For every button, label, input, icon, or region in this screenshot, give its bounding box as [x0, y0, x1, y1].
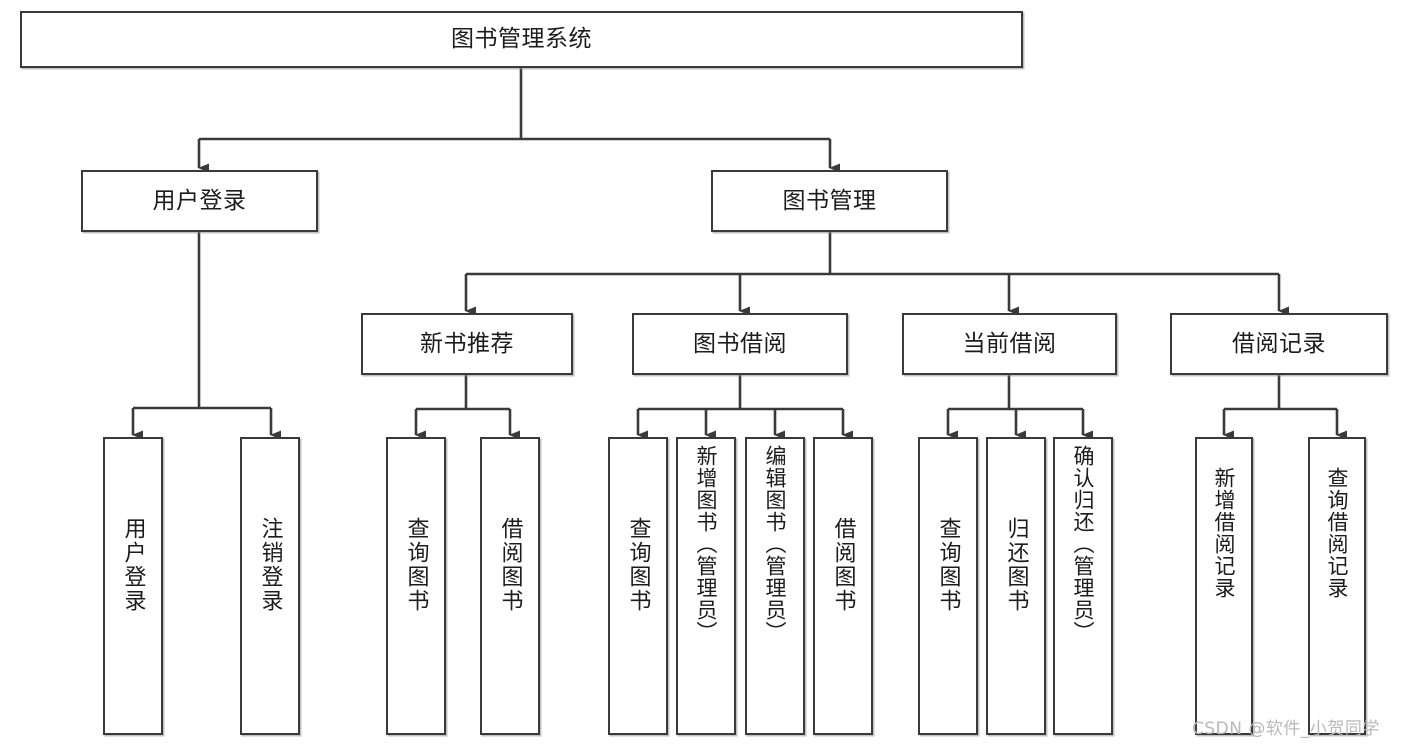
node-leaf-return-book[interactable]: 归还图书 [986, 437, 1046, 735]
node-new-book-recommend[interactable]: 新书推荐 [361, 313, 573, 375]
node-label: 借阅图书 [497, 517, 523, 613]
node-label: 借阅图书 [830, 517, 856, 613]
node-leaf-edit-book[interactable]: 编辑图书（管理员） [745, 437, 805, 735]
node-label: 借阅记录 [1232, 330, 1326, 357]
node-label: 归还图书 [1003, 517, 1029, 613]
node-label: 用户登录 [120, 517, 146, 613]
node-label: 确认归还（管理员） [1071, 445, 1096, 643]
node-label: 用户登录 [152, 187, 247, 214]
node-label: 查询图书 [625, 517, 651, 613]
csdn-watermark: CSDN @软件_小贺同学 [1192, 719, 1380, 739]
node-label: 当前借阅 [962, 330, 1057, 357]
node-leaf-add-record[interactable]: 新增借阅记录 [1195, 437, 1253, 735]
node-root-system[interactable]: 图书管理系统 [20, 11, 1023, 68]
node-leaf-logout-login[interactable]: 注销登录 [240, 437, 300, 735]
node-label: 查询图书 [403, 517, 429, 613]
node-label: 图书管理 [782, 187, 877, 214]
node-leaf-query-book-2[interactable]: 查询图书 [608, 437, 668, 735]
node-label: 查询借阅记录 [1325, 467, 1350, 599]
node-label: 新增借阅记录 [1212, 467, 1237, 599]
node-user-login[interactable]: 用户登录 [81, 170, 318, 232]
node-leaf-query-book-3[interactable]: 查询图书 [918, 437, 978, 735]
node-label: 编辑图书（管理员） [763, 445, 788, 643]
node-leaf-borrow-book-2[interactable]: 借阅图书 [813, 437, 873, 735]
node-leaf-confirm-return[interactable]: 确认归还（管理员） [1053, 437, 1113, 735]
node-label: 新书推荐 [420, 330, 514, 357]
node-label: 查询图书 [935, 517, 961, 613]
node-label: 图书管理系统 [451, 26, 592, 53]
node-leaf-add-book[interactable]: 新增图书（管理员） [676, 437, 736, 735]
node-label: 注销登录 [257, 517, 283, 613]
node-leaf-query-book-1[interactable]: 查询图书 [386, 437, 446, 735]
node-label: 新增图书（管理员） [694, 445, 719, 643]
node-leaf-borrow-book-1[interactable]: 借阅图书 [480, 437, 540, 735]
node-book-management[interactable]: 图书管理 [711, 170, 948, 232]
node-leaf-user-login[interactable]: 用户登录 [103, 437, 163, 735]
node-label: 图书借阅 [693, 330, 787, 357]
node-leaf-query-record[interactable]: 查询借阅记录 [1308, 437, 1366, 735]
node-borrow-record[interactable]: 借阅记录 [1170, 313, 1388, 375]
node-current-borrow[interactable]: 当前借阅 [902, 313, 1117, 375]
node-book-borrow[interactable]: 图书借阅 [632, 313, 848, 375]
